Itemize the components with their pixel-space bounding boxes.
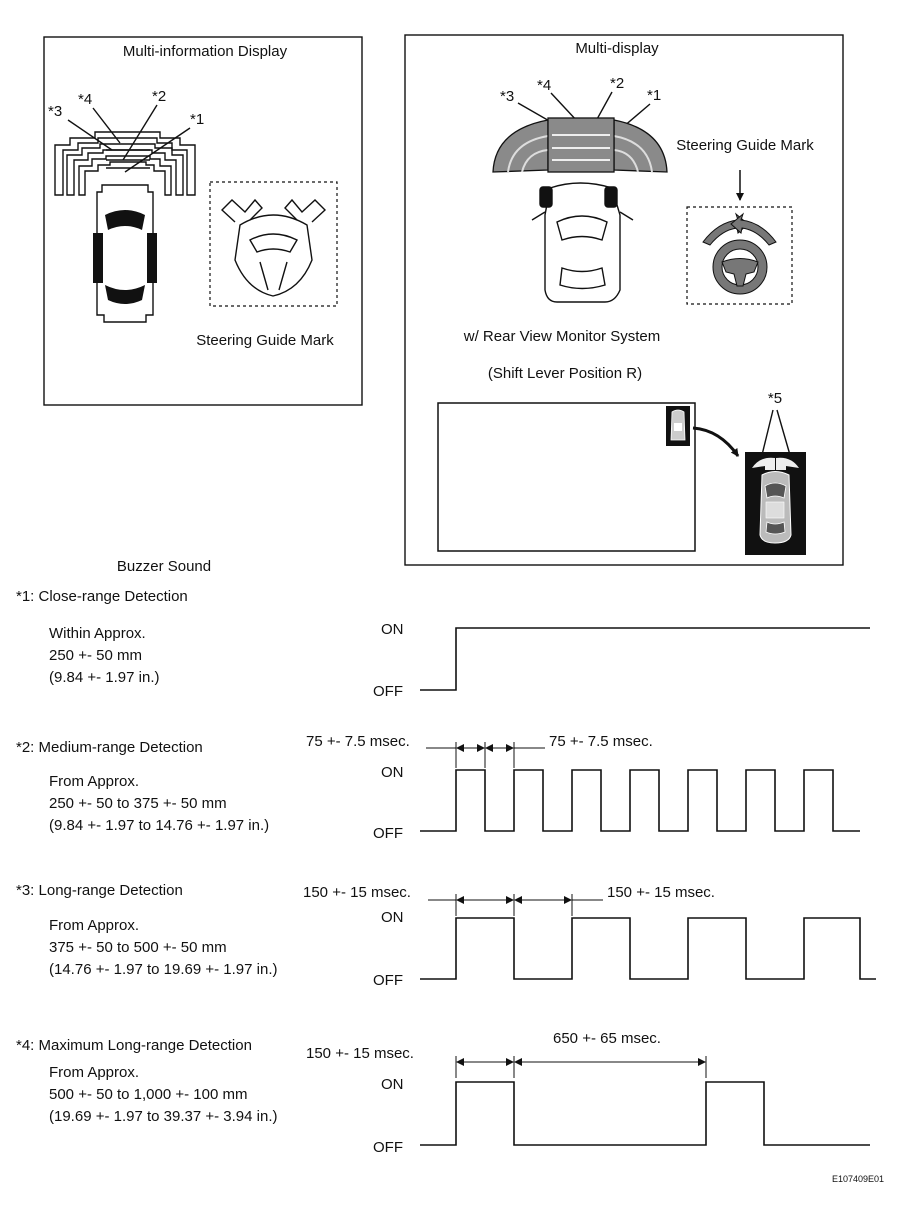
steering-guide-box [209, 181, 338, 307]
steering-guide-box [686, 206, 793, 305]
buzzer-sound-title: Buzzer Sound [117, 558, 211, 575]
steering-guide-label-left: Steering Guide Mark [196, 332, 334, 349]
buzzer-section-4: *4: Maximum Long-range Detection From Ap… [16, 1030, 870, 1156]
off-label: OFF [373, 825, 403, 842]
multi-display-panel: Multi-display *3 *4 *2 *1 [404, 34, 844, 566]
range-line: 375 +- 50 to 500 +- 50 mm [49, 939, 227, 956]
marker-5: *5 [768, 390, 782, 407]
multi-display-title: Multi-display [575, 40, 659, 57]
range-line: (9.84 +- 1.97 to 14.76 +- 1.97 in.) [49, 817, 269, 834]
leader-line [124, 127, 191, 173]
range-line: (9.84 +- 1.97 in.) [49, 669, 159, 686]
buzzer-section-3: *3: Long-range Detection From Approx. 37… [16, 882, 876, 989]
buzzer-section-1: *1: Close-range Detection Within Approx.… [16, 588, 870, 700]
car-icon-pixel [93, 184, 157, 323]
rear-view-label: w/ Rear View Monitor System [463, 328, 660, 345]
marker-4: *4 [537, 77, 551, 94]
on-label: ON [381, 1076, 404, 1093]
timing-label-right: 150 +- 15 msec. [607, 884, 715, 901]
timing-label-right: 75 +- 7.5 msec. [549, 733, 653, 750]
waveform-pulse-650 [420, 1081, 870, 1146]
marker-3: *3 [48, 103, 62, 120]
waveform-pulse-150 [420, 917, 876, 980]
leader-line [92, 107, 121, 144]
marker-3: *3 [500, 88, 514, 105]
off-label: OFF [373, 1139, 403, 1156]
range-line: From Approx. [49, 917, 139, 934]
range-line: (14.76 +- 1.97 to 19.69 +- 1.97 in.) [49, 961, 278, 978]
multi-info-display-title: Multi-information Display [123, 43, 288, 60]
zoomed-car-display [745, 452, 806, 555]
rear-view-screen [437, 402, 696, 552]
waveform-continuous [420, 627, 870, 691]
section-heading: *4: Maximum Long-range Detection [16, 1037, 252, 1054]
section-heading: *3: Long-range Detection [16, 882, 183, 899]
range-line: From Approx. [49, 1064, 139, 1081]
figure-id: E107409E01 [832, 1174, 884, 1184]
leader-line [67, 119, 113, 151]
range-line: (19.69 +- 1.97 to 39.37 +- 3.94 in.) [49, 1108, 278, 1125]
on-label: ON [381, 621, 404, 638]
leader-line [761, 409, 774, 456]
off-label: OFF [373, 972, 403, 989]
timing-label-left: 150 +- 15 msec. [306, 1045, 414, 1062]
multi-info-display-panel: Multi-information Display *3 *4 *2 *1 [43, 36, 363, 406]
leader-line [776, 409, 791, 456]
shift-lever-label: (Shift Lever Position R) [488, 365, 642, 382]
marker-2: *2 [610, 75, 624, 92]
marker-4: *4 [78, 91, 92, 108]
marker-1: *1 [647, 87, 661, 104]
sensor-zones-pixel [54, 131, 196, 196]
steering-guide-label-right: Steering Guide Mark [676, 137, 814, 154]
on-label: ON [381, 764, 404, 781]
buzzer-section-2: *2: Medium-range Detection From Approx. … [16, 733, 860, 842]
steering-wheel-icon [702, 212, 777, 295]
leader-line [550, 92, 579, 123]
zoom-arrow [692, 426, 740, 457]
off-label: OFF [373, 683, 403, 700]
waveform-pulse-75 [420, 769, 860, 832]
marker-2: *2 [152, 88, 166, 105]
range-line: 250 +- 50 mm [49, 647, 142, 664]
range-line: From Approx. [49, 773, 139, 790]
timing-label-right: 650 +- 65 msec. [553, 1030, 661, 1047]
range-line: 500 +- 50 to 1,000 +- 100 mm [49, 1086, 247, 1103]
car-icon-outline [531, 182, 634, 303]
on-label: ON [381, 909, 404, 926]
section-heading: *2: Medium-range Detection [16, 739, 203, 756]
range-line: 250 +- 50 to 375 +- 50 mm [49, 795, 227, 812]
marker-1: *1 [190, 111, 204, 128]
section-heading: *1: Close-range Detection [16, 588, 188, 605]
mini-car-thumbnail [666, 406, 690, 446]
steering-wheel-pixel-icon [220, 198, 327, 297]
timing-label-left: 150 +- 15 msec. [303, 884, 411, 901]
range-line: Within Approx. [49, 625, 146, 642]
sensor-zones-fan [492, 117, 668, 173]
timing-label-left: 75 +- 7.5 msec. [306, 733, 410, 750]
